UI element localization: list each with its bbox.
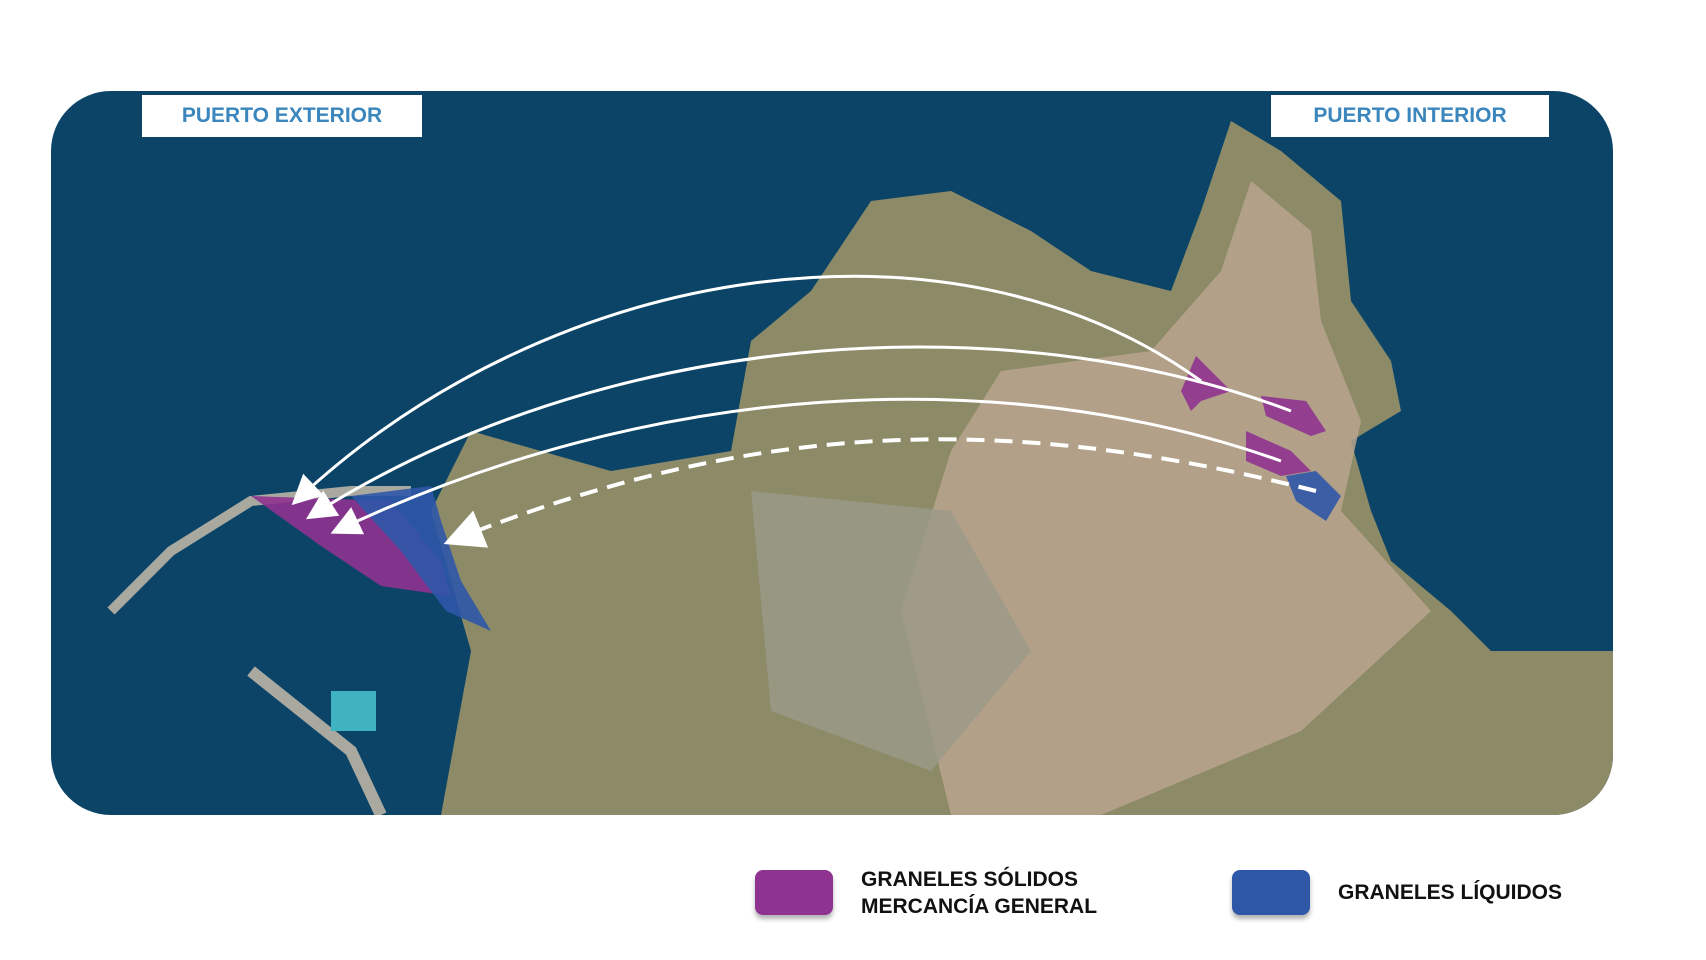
legend-swatch-solid (755, 870, 833, 915)
legend-solid-line2: MERCANCÍA GENERAL (861, 895, 1098, 918)
liquid-bulk-interior (1286, 471, 1341, 521)
arrow-1 (291, 274, 1202, 506)
arrow-2 (305, 345, 1292, 520)
legend-solid-line1: GRANELES SÓLIDOS (861, 868, 1079, 891)
solid-bulk-interior-3 (1246, 431, 1311, 476)
lagoon (331, 691, 376, 731)
urban-area (901, 181, 1431, 815)
dock-exterior (247, 666, 387, 815)
arrow-3 (330, 397, 1282, 535)
industrial-area (751, 491, 1031, 771)
label-puerto-interior: PUERTO INTERIOR (1271, 95, 1549, 137)
map-drawing (107, 121, 1613, 815)
aerial-map (51, 91, 1613, 815)
legend-swatch-liquid (1232, 870, 1310, 915)
legend-label-solid: GRANELES SÓLIDOS MERCANCÍA GENERAL (861, 866, 1097, 920)
liquid-bulk-exterior (351, 486, 491, 631)
breakwater-exterior (107, 486, 411, 615)
label-puerto-exterior: PUERTO EXTERIOR (142, 95, 422, 137)
legend-label-liquid: GRANELES LÍQUIDOS (1338, 881, 1563, 904)
